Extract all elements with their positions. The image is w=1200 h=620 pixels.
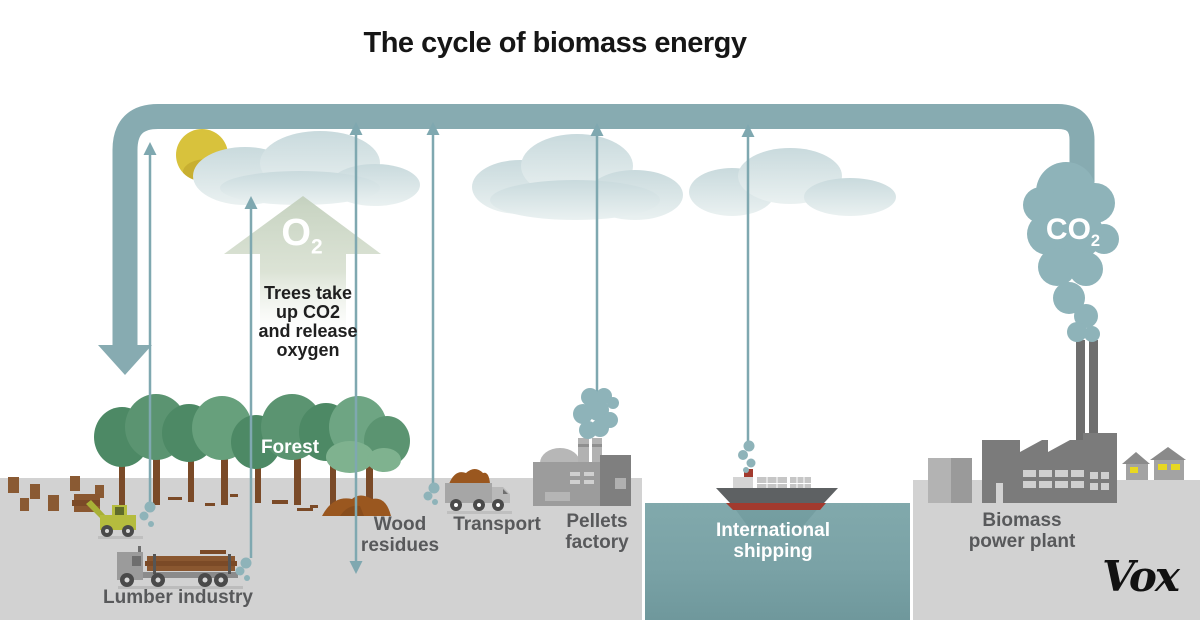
- scattered-branches: [168, 494, 318, 511]
- biomass-power-plant-building: [928, 340, 1117, 503]
- pellets-factory-building: [533, 438, 631, 506]
- o2-release-arrow: [224, 196, 381, 334]
- biomass-power-plant-label: Biomass power plant: [968, 510, 1076, 552]
- transport-truck: [445, 469, 512, 514]
- ground-right: [913, 480, 1200, 620]
- o2-label-sub: 2: [310, 235, 323, 259]
- co2-cycle-pipe-arrow: [98, 104, 1095, 375]
- houses: [1122, 447, 1186, 480]
- transport-label: Transport: [453, 514, 541, 535]
- o2-label-main: O: [281, 212, 311, 254]
- wood-residues-shading: [340, 505, 364, 516]
- forest-label: Forest: [260, 437, 320, 458]
- cloud-right: [689, 148, 896, 216]
- wood-residues-label: Wood residues: [360, 514, 440, 556]
- emission-arrows: [143, 122, 755, 574]
- lumber-truck: [117, 546, 243, 589]
- ocean-water: [645, 503, 910, 620]
- cloud-left: [193, 131, 420, 206]
- ship-reflection: [733, 506, 820, 532]
- pellets-factory-smoke: [573, 388, 619, 439]
- international-shipping-label: International shipping: [715, 520, 830, 562]
- vox-logo: Vox: [1102, 552, 1180, 601]
- smoke-curls: [139, 440, 756, 581]
- cargo-ship: [716, 469, 838, 510]
- o2-label: O2: [267, 212, 337, 260]
- infographic-title: The cycle of biomass energy: [363, 27, 747, 59]
- log-loader-vehicle: [86, 500, 143, 539]
- log-stack: [72, 494, 100, 512]
- co2-label-sub: 2: [1090, 232, 1101, 250]
- pellets-factory-label: Pellets factory: [565, 511, 629, 553]
- tree-stumps: [8, 476, 104, 511]
- lumber-industry-label: Lumber industry: [103, 587, 253, 608]
- pipe-arrowhead-icon: [98, 345, 152, 375]
- co2-label: CO2: [1028, 213, 1118, 251]
- co2-label-main: CO: [1045, 213, 1091, 246]
- trees-absorption-note: Trees take up CO2 and release oxygen: [258, 283, 358, 360]
- co2-smoke-plume: [1023, 162, 1119, 342]
- cloud-middle: [472, 134, 683, 220]
- forest-trees: [94, 394, 410, 512]
